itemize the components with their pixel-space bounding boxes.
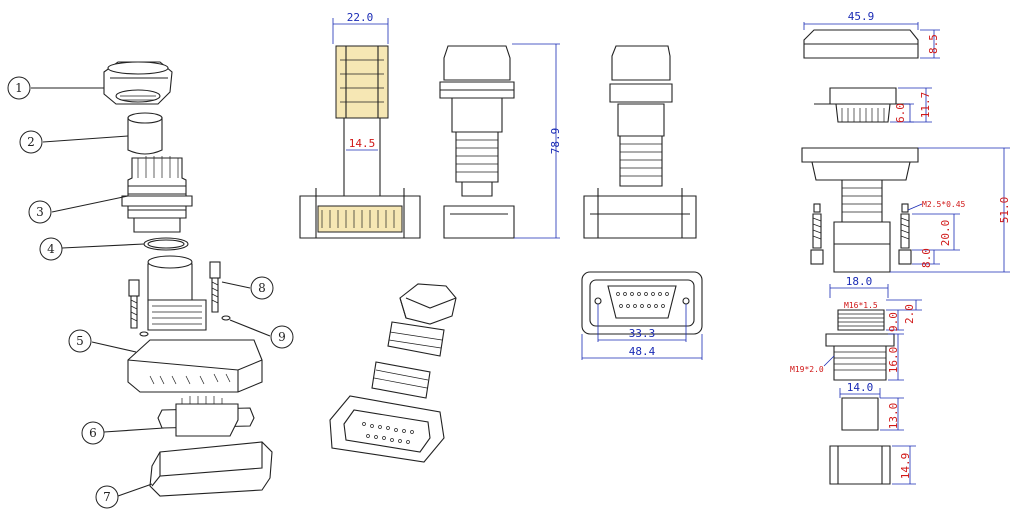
part-rubber-cap bbox=[149, 441, 273, 497]
svg-text:1: 1 bbox=[15, 81, 23, 95]
front-face-view: 33.3 48.4 bbox=[581, 271, 703, 360]
callout-5: 5 bbox=[68, 329, 92, 353]
dim-nut-height: 2.0 bbox=[903, 304, 916, 324]
part-cap-nut bbox=[103, 61, 173, 105]
svg-text:3: 3 bbox=[36, 205, 44, 219]
dim-side-height: 78.9 bbox=[549, 128, 562, 155]
dim-cap-bottom-height: 14.9 bbox=[899, 453, 912, 480]
callout-6: 6 bbox=[81, 421, 105, 445]
dim-nut-width: 18.0 bbox=[846, 275, 873, 288]
dim-cap-width: 45.9 bbox=[848, 10, 875, 23]
dim-seal-width: 14.0 bbox=[847, 381, 874, 394]
callout-9: 9 bbox=[270, 325, 294, 349]
dim-pin-pitch: 33.3 bbox=[629, 327, 656, 340]
side-view-plain bbox=[583, 45, 697, 239]
callout-3: 3 bbox=[28, 200, 52, 224]
dim-right-total-height: 51.0 bbox=[998, 197, 1011, 224]
section-view: 22.0 14.5 bbox=[299, 11, 421, 239]
callout-2: 2 bbox=[19, 130, 43, 154]
dim-screw-head: 8.0 bbox=[920, 248, 933, 268]
part-o-ring bbox=[143, 237, 189, 251]
part-backshell bbox=[127, 255, 263, 393]
dim-nut-thread: M16*1.5 bbox=[844, 301, 878, 310]
side-view: 78.9 bbox=[439, 43, 562, 239]
dim-plug-height-outer: 11.7 bbox=[919, 92, 932, 119]
part-dsub-male bbox=[157, 396, 255, 437]
dim-seal-height: 13.0 bbox=[887, 403, 900, 430]
dim-plug-height-inner: 6.0 bbox=[894, 103, 907, 123]
svg-text:5: 5 bbox=[76, 334, 84, 348]
callout-1: 1 bbox=[7, 76, 31, 100]
dim-screw-thread: M2.5*0.45 bbox=[922, 200, 966, 209]
part-washers bbox=[139, 315, 231, 337]
callout-7: 7 bbox=[95, 485, 119, 509]
exploded-view: 1 2 3 4 5 6 7 8 9 bbox=[7, 61, 294, 509]
right-column-views: 45.9 8.5 11.7 6.0 M2.5*0.45 20.0 8.0 bbox=[790, 10, 1011, 485]
callout-4: 4 bbox=[39, 237, 63, 261]
svg-text:7: 7 bbox=[103, 490, 111, 504]
svg-text:9: 9 bbox=[278, 330, 286, 344]
part-claw-gland bbox=[121, 156, 193, 233]
dim-section-top-width: 22.0 bbox=[347, 11, 374, 24]
svg-text:8: 8 bbox=[258, 281, 266, 295]
dim-face-width: 48.4 bbox=[629, 345, 656, 358]
part-screws bbox=[128, 261, 221, 329]
part-seal-insert bbox=[127, 112, 163, 155]
callout-leaders bbox=[31, 87, 271, 497]
callout-8: 8 bbox=[250, 276, 274, 300]
dim-section-inner-width: 14.5 bbox=[349, 137, 376, 150]
dim-nut-band: 9.0 bbox=[887, 312, 900, 332]
svg-text:6: 6 bbox=[89, 426, 97, 440]
svg-text:2: 2 bbox=[27, 135, 35, 149]
svg-text:4: 4 bbox=[47, 242, 55, 256]
isometric-view bbox=[329, 283, 457, 463]
dim-gland-height: 16.0 bbox=[887, 347, 900, 374]
dim-screw-length: 20.0 bbox=[939, 220, 952, 247]
dim-gland-thread: M19*2.0 bbox=[790, 365, 824, 374]
dim-cap-height: 8.5 bbox=[927, 34, 940, 54]
